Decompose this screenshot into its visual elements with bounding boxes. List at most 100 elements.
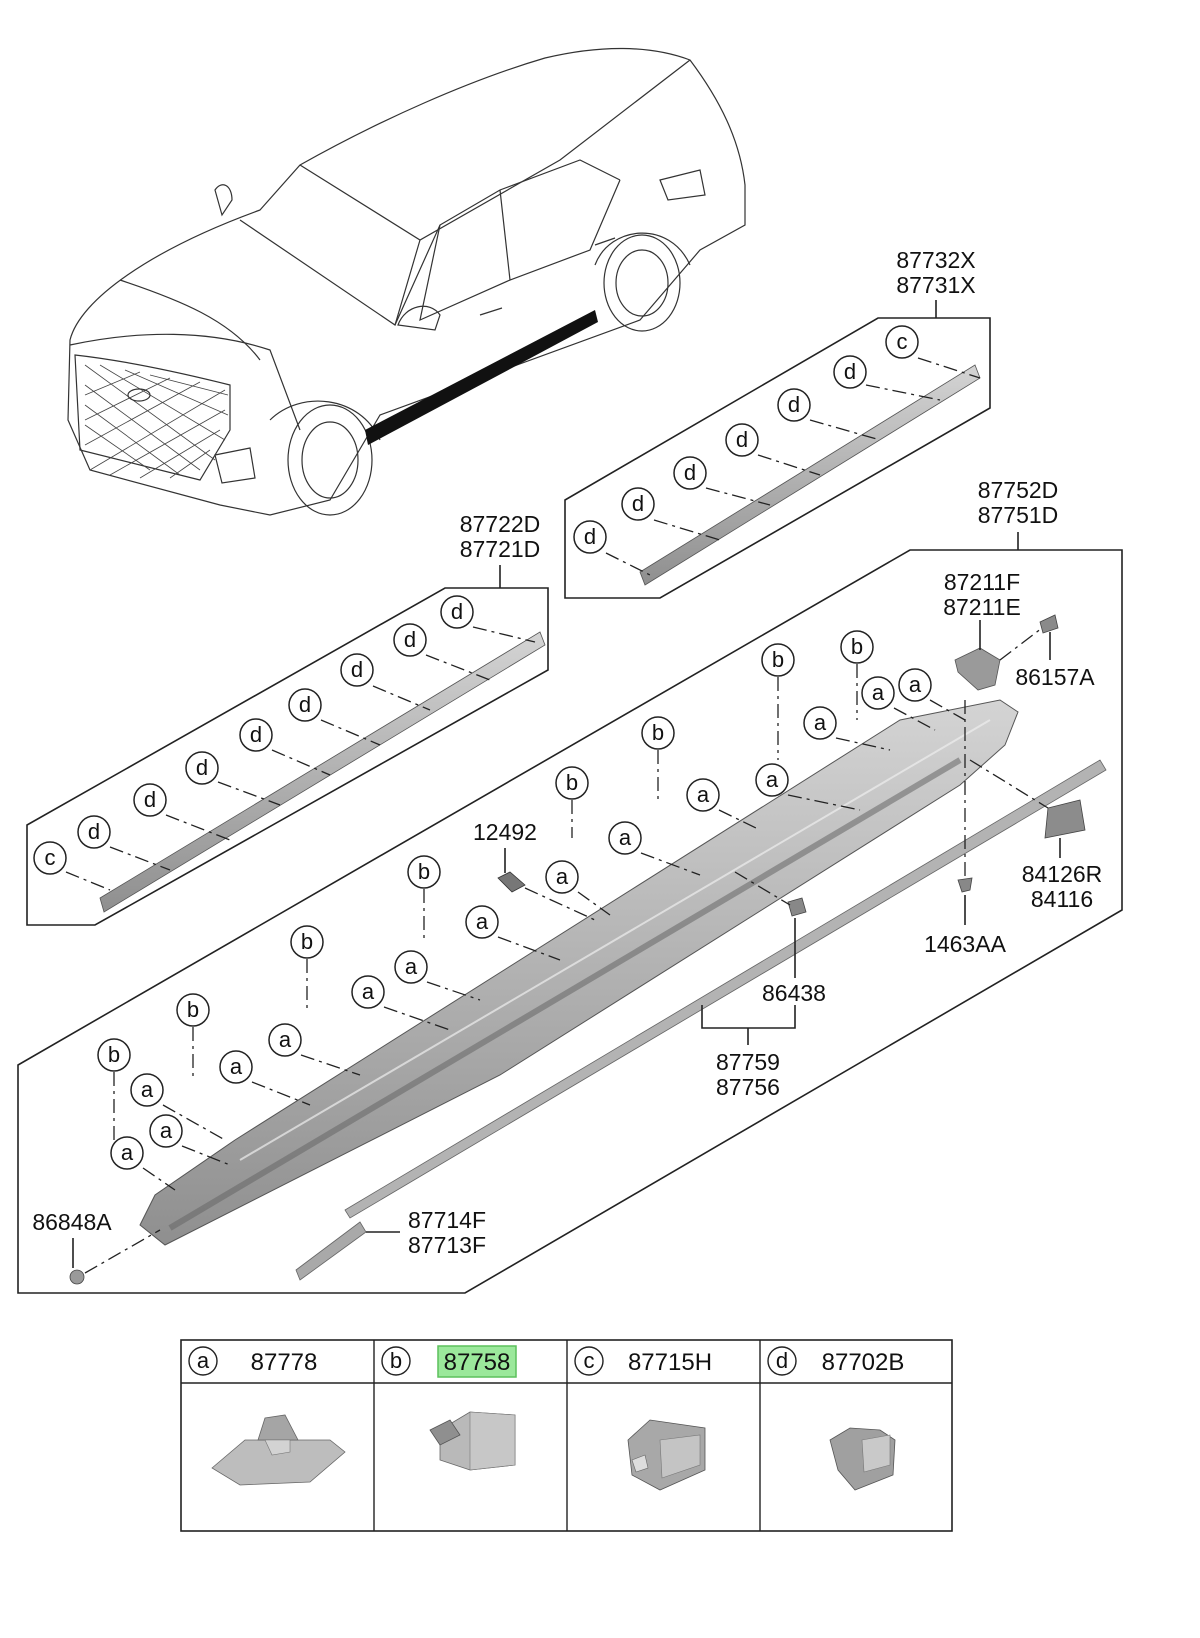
callout-circle-d: d [185, 751, 219, 785]
callout-letter: b [301, 929, 313, 954]
legend-part-number: 87715H [628, 1349, 712, 1376]
callout-letter: a [121, 1140, 134, 1165]
callout-circle-b: b [641, 716, 675, 750]
legend-part-number: 87758 [444, 1349, 511, 1376]
callout-letter: a [362, 979, 375, 1004]
callout-letter: a [405, 954, 418, 979]
label-87211E: 87211E [943, 594, 1021, 620]
callout-circle-d: d [239, 718, 273, 752]
label-87722D: 87722D [460, 511, 541, 537]
callout-circle-b: b [176, 993, 210, 1027]
callout-circle-d: d [777, 388, 811, 422]
callout-circle-d: d [725, 423, 759, 457]
legend-item-d[interactable]: d 87702B [767, 1346, 905, 1376]
callout-circle-b: b [407, 855, 441, 889]
callout-circle-a: a [149, 1114, 183, 1148]
label-84126R: 84126R [1022, 861, 1103, 887]
callout-circle-c: c [885, 325, 919, 359]
part-87758-illustration [429, 1411, 516, 1471]
callout-letter: d [299, 692, 311, 717]
label-87714F: 87714F [408, 1207, 486, 1233]
callout-circle-b: b [290, 925, 324, 959]
callout-circle-d: d [393, 623, 427, 657]
callout-letter: a [766, 767, 779, 792]
callout-circle-b: b [840, 630, 874, 664]
part-87778-illustration [211, 1414, 346, 1486]
clip-1463AA [957, 877, 973, 893]
side-sill-highlight [365, 310, 598, 445]
callout-circle-a: a [803, 706, 837, 740]
legend-letter: c [584, 1348, 595, 1373]
legend-table: a 87778 b 87758 c 87715H d 87702B [180, 1339, 953, 1532]
legend-part-number: 87702B [822, 1349, 905, 1376]
label-87721D: 87721D [460, 536, 541, 562]
callout-letter: b [108, 1042, 120, 1067]
label-1463AA: 1463AA [924, 931, 1007, 957]
side-sill-body [139, 699, 1019, 1246]
callout-letter: a [909, 672, 922, 697]
callout-circle-a: a [755, 763, 789, 797]
callout-circle-a: a [465, 905, 499, 939]
callout-circle-d: d [440, 595, 474, 629]
legend-part-number: 87778 [251, 1349, 318, 1376]
callout-letter: b [851, 634, 863, 659]
callout-letter: d [632, 491, 644, 516]
label-86157A: 86157A [1015, 664, 1095, 690]
callout-circle-d: d [673, 456, 707, 490]
legend-item-a[interactable]: a 87778 [188, 1346, 318, 1376]
cap-84126R [1044, 799, 1086, 839]
callout-letter: d [584, 524, 596, 549]
callout-circle-d: d [77, 815, 111, 849]
screw-12492 [497, 871, 526, 893]
callout-letter: a [619, 825, 632, 850]
callout-letter: b [187, 997, 199, 1022]
callout-letter: a [279, 1027, 292, 1052]
callout-circle-d: d [340, 653, 374, 687]
end-molding [295, 1221, 367, 1281]
callout-circle-a: a [219, 1050, 253, 1084]
label-87713F: 87713F [408, 1232, 486, 1258]
legend-item-b[interactable]: b 87758 [381, 1345, 517, 1378]
callout-circle-a: a [686, 778, 720, 812]
screw-86157A [1039, 614, 1059, 634]
label-87731X: 87731X [896, 272, 975, 298]
label-87759: 87759 [716, 1049, 780, 1075]
legend-letter: b [390, 1348, 402, 1373]
callout-letter: d [684, 460, 696, 485]
label-86848A: 86848A [32, 1209, 112, 1235]
callout-circle-b: b [761, 643, 795, 677]
legend-item-c[interactable]: c 87715H [574, 1346, 712, 1376]
callout-circle-d: d [288, 688, 322, 722]
callout-circle-a: a [608, 821, 642, 855]
callout-letter: b [566, 770, 578, 795]
label-12492: 12492 [473, 819, 537, 845]
callout-letter: d [351, 657, 363, 682]
bracket [954, 647, 1001, 691]
callout-letter: b [418, 859, 430, 884]
label-87752D: 87752D [978, 477, 1059, 503]
label-86438: 86438 [762, 980, 826, 1006]
clip-86438 [787, 897, 807, 917]
callout-letter: d [451, 599, 463, 624]
callout-letter: b [772, 647, 784, 672]
callout-circle-d: d [573, 520, 607, 554]
callout-letter: c [45, 845, 56, 870]
label-87211F: 87211F [944, 569, 1020, 595]
vehicle-illustration [67, 47, 746, 516]
legend-letter: a [197, 1348, 210, 1373]
label-87756: 87756 [716, 1074, 780, 1100]
callout-circle-d: d [133, 783, 167, 817]
callout-circle-a: a [545, 860, 579, 894]
callout-letter: a [872, 680, 885, 705]
part-87715H-illustration [627, 1419, 706, 1491]
callout-letter: a [814, 710, 827, 735]
callout-letter: d [844, 359, 856, 384]
clip-86848A [69, 1269, 85, 1285]
legend-letter: d [776, 1348, 788, 1373]
callout-letter: a [230, 1054, 243, 1079]
highlight-box [437, 1345, 517, 1378]
callout-letter: a [556, 864, 569, 889]
upper-garnish-panel: 87732X 87731X [564, 247, 991, 599]
